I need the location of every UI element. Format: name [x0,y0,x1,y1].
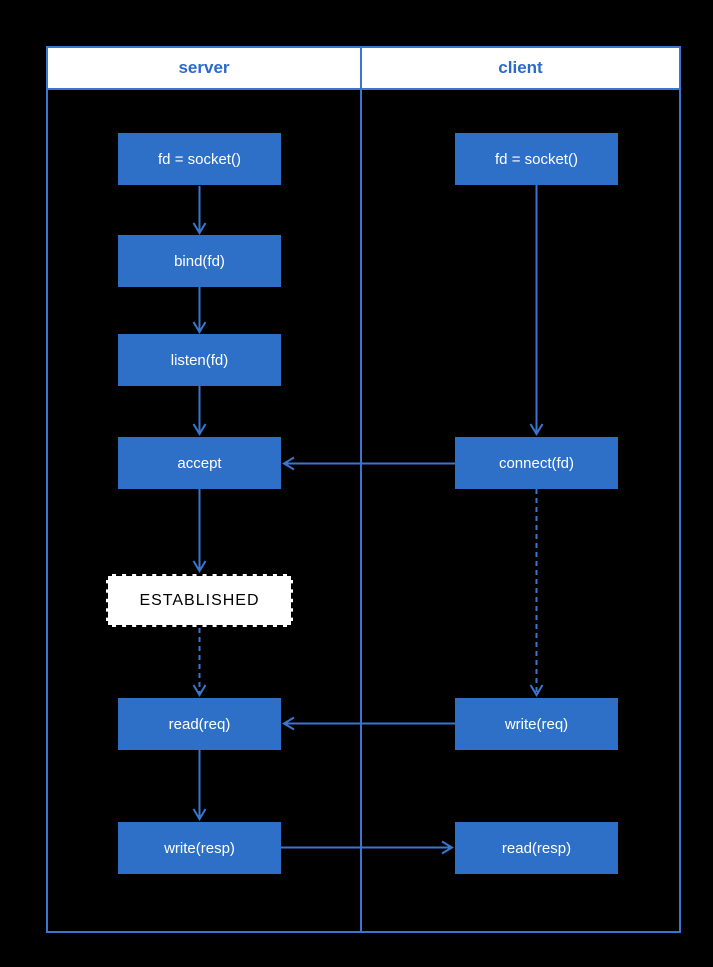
node-client-socket-label: fd = socket() [495,150,578,168]
node-established-label: ESTABLISHED [139,591,260,609]
node-server-read-req-label: read(req) [168,715,231,733]
column-divider [360,88,362,933]
column-header-client-label: client [498,58,543,77]
column-header-server-label: server [178,58,230,77]
node-client-write-req: write(req) [455,698,618,750]
node-client-socket: fd = socket() [455,133,618,185]
node-client-connect-label: connect(fd) [498,454,575,472]
node-server-bind-label: bind(fd) [174,252,225,270]
table-body-frame [46,88,681,933]
node-server-bind: bind(fd) [118,235,281,287]
node-server-accept-label: accept [177,454,222,472]
node-server-socket-label: fd = socket() [158,150,241,168]
node-server-accept: accept [118,437,281,489]
node-client-read-resp-label: read(resp) [501,839,572,857]
node-client-connect: connect(fd) [455,437,618,489]
node-server-listen-label: listen(fd) [170,351,229,369]
node-client-read-resp: read(resp) [455,822,618,874]
node-established-state: ESTABLISHED [106,574,293,627]
node-server-write-resp: write(resp) [118,822,281,874]
node-server-write-resp-label: write(resp) [164,839,235,857]
node-client-write-req-label: write(req) [504,715,569,733]
node-server-read-req: read(req) [118,698,281,750]
column-header-client: client [360,46,681,90]
column-header-server: server [46,46,362,90]
node-server-socket: fd = socket() [118,133,281,185]
node-server-listen: listen(fd) [118,334,281,386]
